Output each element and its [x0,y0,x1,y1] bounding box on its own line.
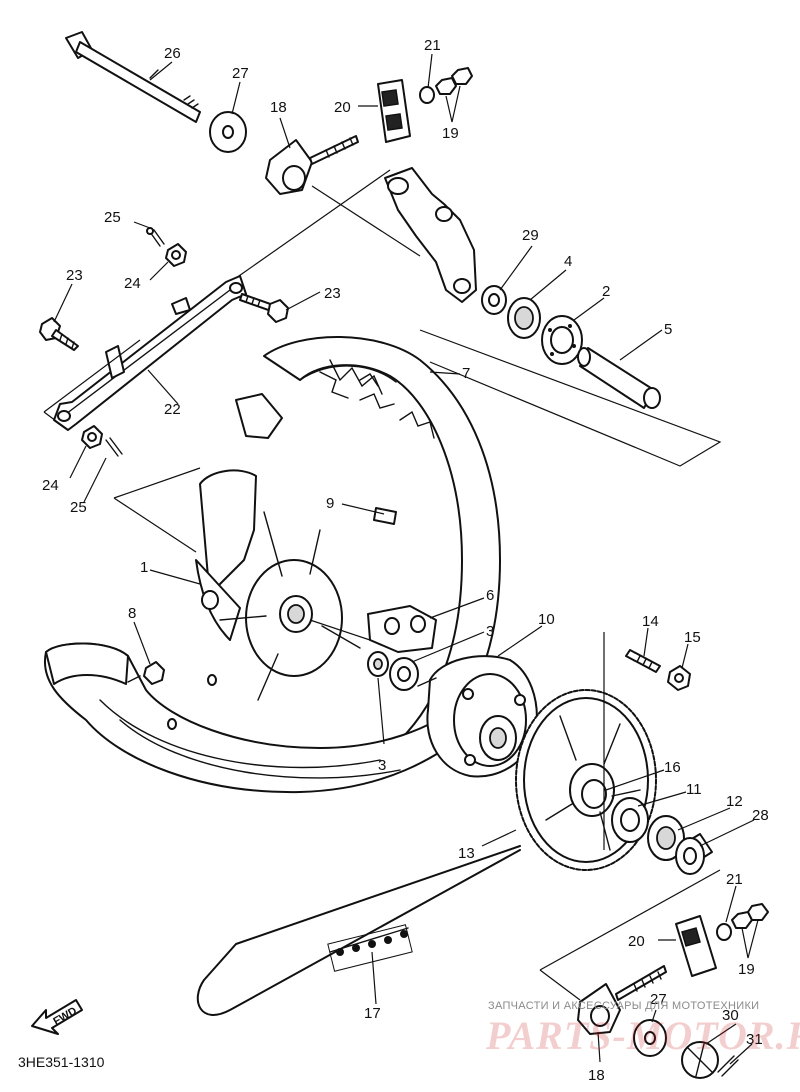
part-18-chain-puller-top [265,135,359,195]
callout-23-right: 23 [324,285,341,302]
callout-24-top: 24 [124,275,141,292]
callout-22: 22 [164,401,181,418]
callout-2: 2 [602,283,610,300]
part-22-torque-rod [53,275,247,431]
callout-16: 16 [664,759,681,776]
callout-19-bottom: 19 [738,961,755,978]
caliper-bracket [384,167,477,303]
part-29-collar [481,285,507,315]
callout-31: 31 [746,1031,763,1048]
callout-27-top: 27 [232,65,249,82]
part-6-bracket [367,605,437,653]
part-12-oil-seal [647,815,685,861]
callout-11: 11 [686,781,702,798]
part-28-collar [675,833,713,875]
callout-21-top: 21 [424,37,441,54]
callout-28: 28 [752,807,769,824]
callout-1: 1 [140,559,148,576]
part-24-nut-bottom [81,425,103,449]
callout-18-bottom: 18 [588,1067,605,1084]
part-1-rear-wheel [43,469,481,794]
callout-30: 30 [722,1007,739,1024]
callout-3-lower: 3 [378,757,386,774]
callout-6: 6 [486,587,494,604]
callout-7: 7 [462,365,470,382]
part-17-drive-chain [196,845,521,1016]
part-27-washer-bottom [633,1019,667,1057]
callout-14: 14 [642,613,659,630]
callout-13: 13 [458,845,475,862]
part-3-bearing-right [389,657,419,691]
callout-20-bottom: 20 [628,933,645,950]
callout-26: 26 [164,45,181,62]
callout-15: 15 [684,629,701,646]
part-25-cotter-pin-bottom [105,437,123,457]
watermark-caption: ЗАПЧАСТИ И АКСЕССУАРЫ ДЛЯ МОТОТЕХНИКИ [488,1000,760,1012]
part-31-cotter-pin [717,1055,739,1077]
callout-3-upper: 3 [486,623,494,640]
part-7-tire [235,336,501,761]
callout-10: 10 [538,611,555,628]
forward-arrow-icon: FWD [31,999,83,1035]
part-4-oil-seal [507,297,541,339]
part-14-stud-bolt [625,649,661,673]
callout-29: 29 [522,227,539,244]
callout-25-bottom: 25 [70,499,87,516]
part-30-axle-nut [681,1041,719,1079]
callout-8: 8 [128,605,136,622]
assembly-guide-lines [43,169,722,1001]
callout-25-top: 25 [104,209,121,226]
part-10-sprocket-hub [417,655,538,778]
part-24-nut-top [165,243,187,267]
part-26-rear-axle [65,31,201,123]
part-20-chain-adjuster-block-top [377,79,411,143]
callout-24-bottom: 24 [42,477,59,494]
callout-5: 5 [664,321,672,338]
callout-27-bottom: 27 [650,991,667,1008]
part-5-spacer [577,347,661,409]
part-18-chain-puller-bottom [577,965,667,1035]
diagram-code: 3HE351-1310 [18,1054,105,1070]
part-20-chain-adjuster-block-bottom [675,915,717,977]
part-11-bearing [611,797,649,843]
callout-leaders [53,53,759,1065]
callout-21-bottom: 21 [726,871,743,888]
callout-numbers: 1 2 3 3 4 5 6 7 8 9 10 11 12 13 14 15 16… [42,37,769,1084]
part-16-collar [581,779,607,809]
part-9-valve [373,507,397,525]
callout-4: 4 [564,253,572,270]
callout-12: 12 [726,793,743,810]
callout-20-top: 20 [334,99,351,116]
part-15-nut [667,665,691,691]
part-3-bearing-left [367,651,389,677]
part-27-washer-top [209,111,247,153]
part-21-washer-top [419,86,435,104]
callout-19-top: 19 [442,125,459,142]
part-25-cotter-pin-top [146,227,165,247]
callout-17: 17 [364,1005,381,1022]
part-8-bolt [127,661,165,685]
watermark-brand: PARTS-MOTOR.RU [486,1013,800,1058]
part-2-bearing [541,315,583,365]
part-23-bolt-left [39,317,79,351]
part-21-washer-bottom [716,923,732,941]
part-23-bolt-right [239,293,289,323]
part-19-nut-bottom [731,903,769,929]
part-19-nut-top [435,67,473,95]
fwd-label: FWD [51,1005,79,1028]
callout-23-left: 23 [66,267,83,284]
callout-18-top: 18 [270,99,287,116]
callout-9: 9 [326,495,334,512]
